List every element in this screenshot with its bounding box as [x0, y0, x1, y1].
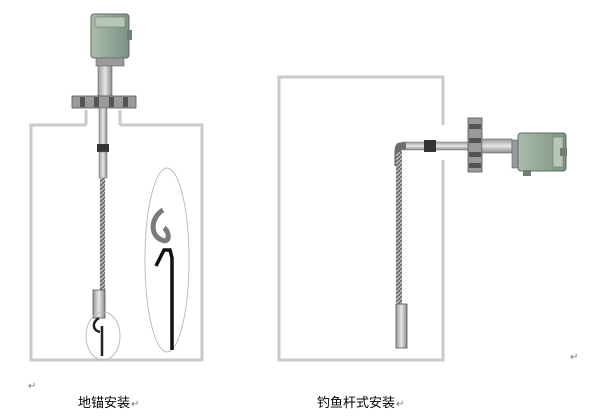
- cable-left: [100, 178, 105, 290]
- anchor-hook-left: [92, 316, 104, 356]
- caption-fishing-rod-text: 钓鱼杆式安装: [317, 396, 396, 411]
- paragraph-mark-right: ↵: [570, 352, 579, 363]
- rod-right-elbow: [394, 142, 406, 166]
- caption-anchor-text: 地锚安装: [78, 396, 131, 411]
- anchor-detail: [150, 207, 174, 350]
- rod-left: [98, 107, 108, 149]
- cable-right: [396, 152, 402, 304]
- flange-left: [71, 95, 137, 109]
- tank-left-nozzle: [84, 110, 122, 125]
- sensor-weight-left: [92, 289, 106, 319]
- stem-right: [481, 138, 513, 154]
- caption-fishing-rod-installation: 钓鱼杆式安装↵: [317, 392, 404, 411]
- fishing-rod-installation: [277, 75, 567, 362]
- tank-right: [277, 75, 445, 362]
- anchor-installation: [29, 13, 204, 362]
- paragraph-mark-left: ↵: [28, 381, 37, 392]
- anchor-callout-small: [85, 311, 121, 361]
- anchor-detail-callout: [144, 167, 190, 353]
- stem-left: [97, 65, 113, 97]
- flange-right: [467, 117, 483, 173]
- paragraph-mark: ↵: [396, 399, 405, 410]
- paragraph-mark: ↵: [131, 399, 140, 410]
- sensor-weight-right: [395, 303, 408, 349]
- tank-left: [29, 123, 204, 362]
- caption-anchor-installation: 地锚安装↵: [78, 392, 139, 411]
- transmitter-head-left: [90, 13, 132, 67]
- transmitter-head-right: [511, 132, 567, 176]
